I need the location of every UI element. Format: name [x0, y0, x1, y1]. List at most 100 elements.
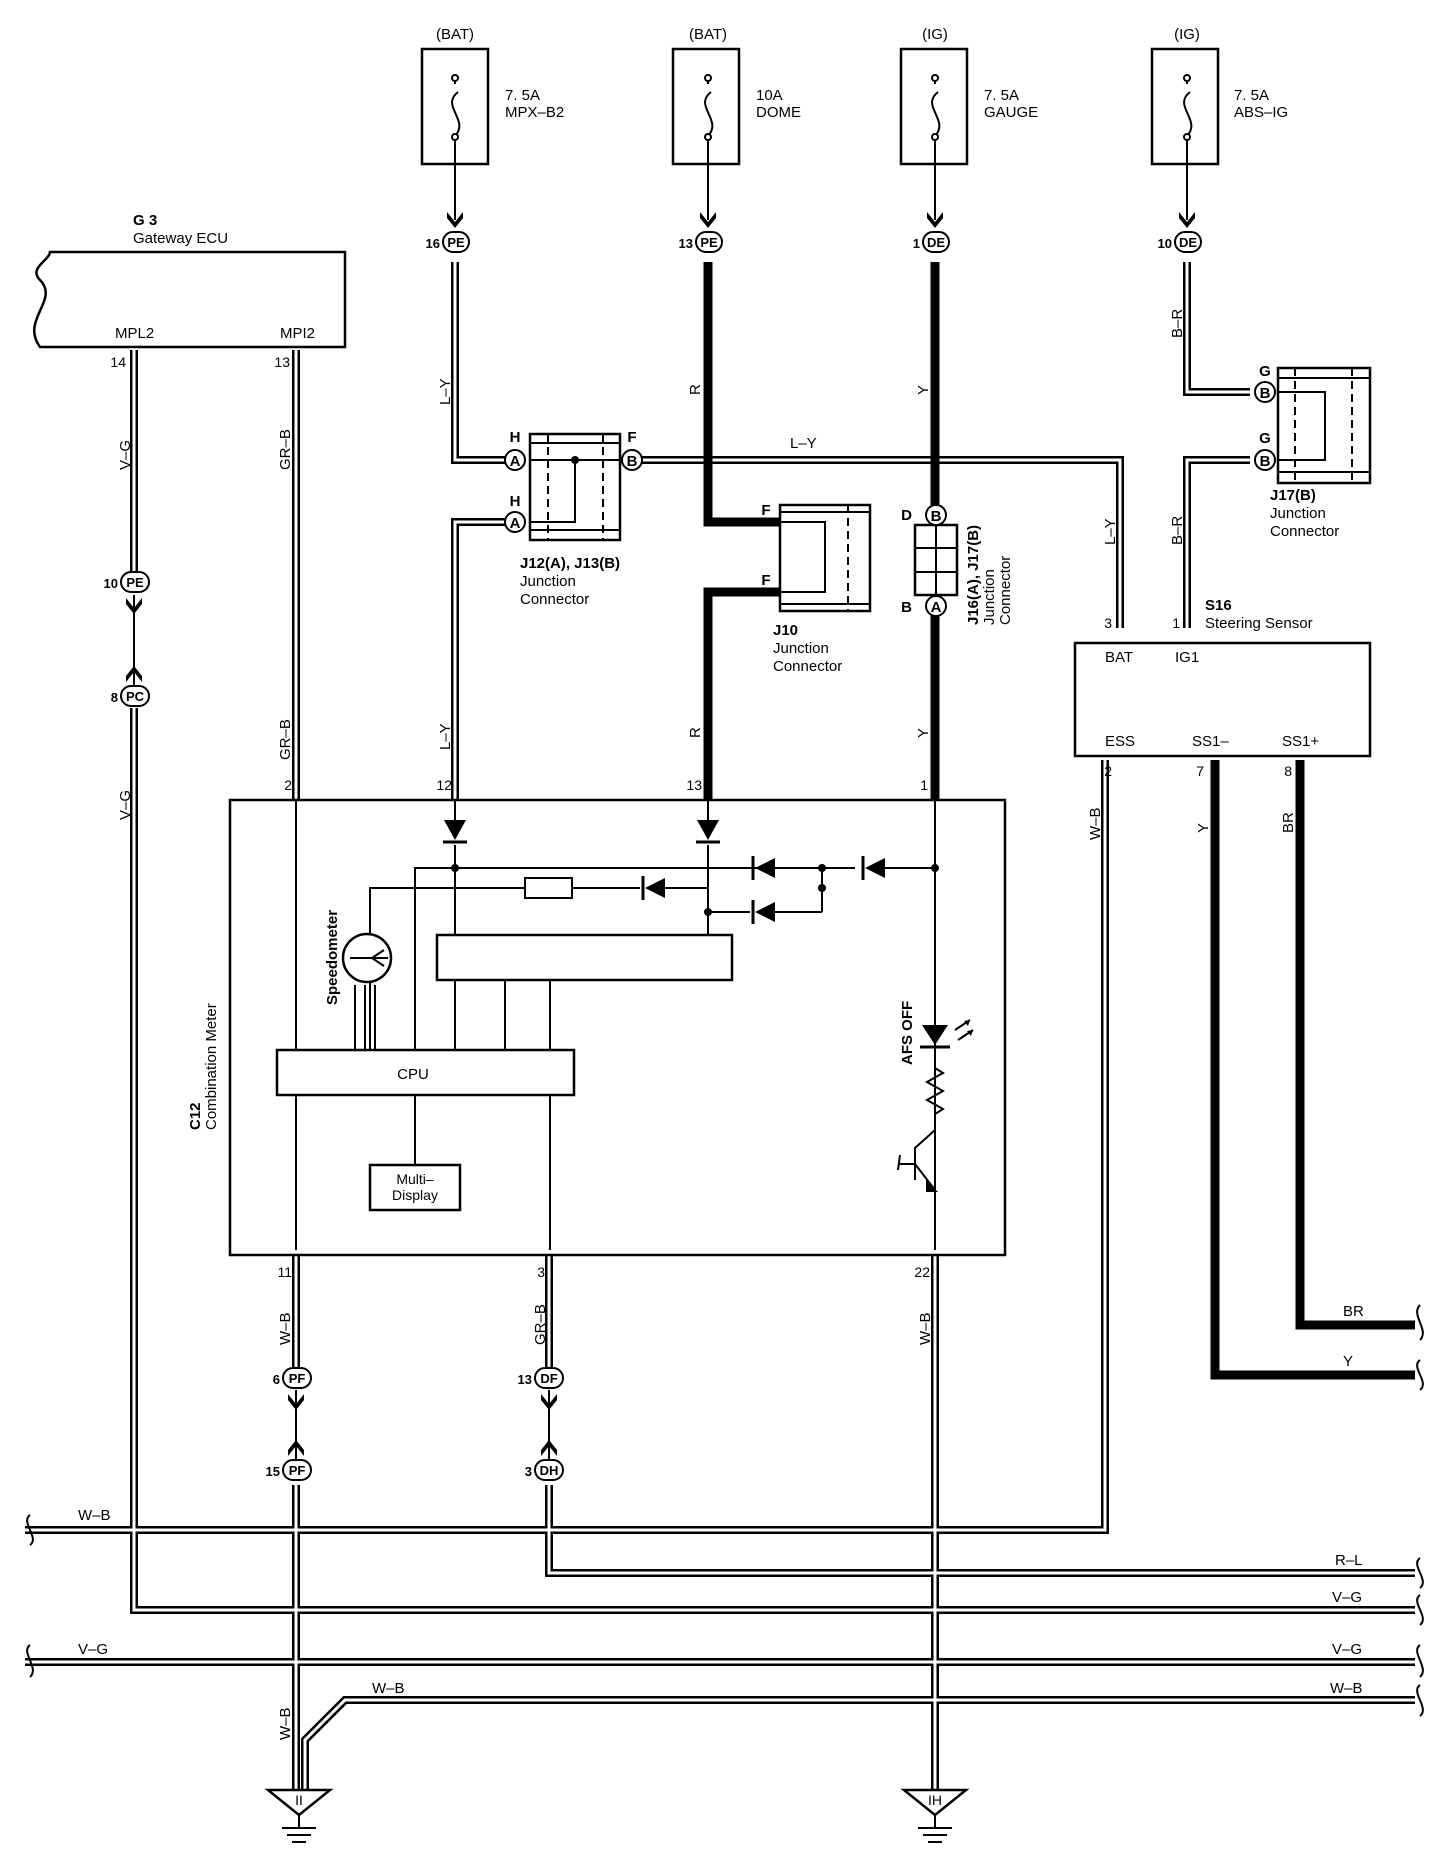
- svg-text:13: 13: [274, 354, 290, 370]
- wire-breaks: [26, 1304, 1424, 1717]
- svg-text:Steering Sensor: Steering Sensor: [1205, 615, 1313, 632]
- svg-text:R: R: [687, 727, 704, 738]
- svg-text:Gateway ECU: Gateway ECU: [133, 230, 228, 247]
- svg-text:A: A: [931, 599, 942, 616]
- ground-ii: II: [264, 1788, 334, 1843]
- svg-text:W–B: W–B: [917, 1312, 934, 1345]
- fuse-dome: (BAT) 10A DOME: [671, 26, 801, 166]
- fuse-gauge: (IG) 7. 5A GAUGE: [899, 26, 1038, 166]
- svg-text:H: H: [510, 493, 521, 510]
- svg-text:DH: DH: [540, 1463, 559, 1478]
- steering-sensor: S16 Steering Sensor 3 1 BAT IG1 ESS SS1–…: [1073, 597, 1372, 779]
- svg-text:GR–B: GR–B: [277, 719, 294, 760]
- svg-text:F: F: [627, 429, 636, 446]
- fuse-rating: 7. 5A: [1234, 87, 1269, 104]
- fuse-drops: [454, 140, 1188, 220]
- svg-text:J12(A), J13(B): J12(A), J13(B): [520, 555, 620, 572]
- svg-text:PE: PE: [126, 575, 144, 590]
- svg-text:V–G: V–G: [78, 1641, 108, 1658]
- svg-text:PC: PC: [126, 689, 145, 704]
- svg-text:Y: Y: [915, 728, 932, 738]
- svg-text:22: 22: [914, 1264, 930, 1280]
- connector-de-10: 10 DE: [1158, 231, 1202, 253]
- svg-text:1: 1: [1172, 615, 1180, 631]
- svg-text:II: II: [295, 1792, 303, 1808]
- svg-text:Connector: Connector: [1270, 523, 1339, 540]
- svg-text:IG1: IG1: [1175, 649, 1199, 666]
- connector-pe-13: 13 PE: [679, 231, 723, 253]
- svg-text:Speedometer: Speedometer: [324, 910, 341, 1005]
- svg-text:Junction: Junction: [773, 640, 829, 657]
- connector-pf-6: 6 PF: [273, 1367, 312, 1389]
- svg-text:V–G: V–G: [1332, 1589, 1362, 1606]
- svg-text:3: 3: [1104, 615, 1112, 631]
- svg-text:DE: DE: [927, 235, 945, 250]
- svg-text:W–B: W–B: [1330, 1680, 1363, 1697]
- svg-text:B: B: [1260, 385, 1271, 402]
- svg-text:B: B: [931, 508, 942, 525]
- connector-pc-8: 8 PC: [111, 685, 150, 707]
- svg-text:B: B: [901, 599, 912, 616]
- svg-text:DE: DE: [1179, 235, 1197, 250]
- svg-text:R–L: R–L: [1335, 1552, 1363, 1569]
- svg-text:11: 11: [277, 1264, 292, 1280]
- svg-text:DF: DF: [540, 1371, 557, 1386]
- connector-df-13: 13 DF: [518, 1367, 564, 1389]
- svg-text:H: H: [510, 429, 521, 446]
- svg-text:B–R: B–R: [1169, 309, 1186, 338]
- svg-text:W–B: W–B: [78, 1507, 111, 1524]
- svg-text:Y: Y: [915, 385, 932, 395]
- svg-text:R: R: [687, 384, 704, 395]
- svg-text:13: 13: [679, 236, 693, 251]
- junction-j12-j13: H H F A A B J12(A), J13(B) Junction Conn…: [504, 429, 643, 608]
- svg-text:3: 3: [525, 1464, 532, 1479]
- svg-text:B–R: B–R: [1169, 516, 1186, 545]
- connector-dh-3: 3 DH: [525, 1459, 564, 1481]
- svg-text:B: B: [627, 453, 638, 470]
- svg-text:BR: BR: [1280, 812, 1297, 833]
- ground-ih: IH: [900, 1788, 970, 1843]
- svg-text:J16(A), J17(B): J16(A), J17(B): [965, 525, 982, 625]
- svg-text:1: 1: [913, 236, 920, 251]
- inline-connectors: 10 PE 8 PC 6 PF 15 PF 13 DF 3 DH: [104, 571, 564, 1481]
- junction-j16-j17: B A D B J16(A), J17(B) Junction Connecto…: [901, 504, 1014, 625]
- svg-text:J17(B): J17(B): [1270, 487, 1316, 504]
- svg-text:F: F: [761, 502, 770, 519]
- fuse-name: DOME: [756, 104, 801, 121]
- fuse-rating: 10A: [756, 87, 783, 104]
- svg-text:A: A: [510, 515, 521, 532]
- fuse-source: (BAT): [689, 26, 727, 43]
- svg-text:Connector: Connector: [773, 658, 842, 675]
- svg-text:Display: Display: [392, 1187, 438, 1203]
- svg-text:PE: PE: [447, 235, 465, 250]
- svg-text:A: A: [510, 453, 521, 470]
- svg-text:AFS OFF: AFS OFF: [899, 1001, 916, 1065]
- svg-text:CPU: CPU: [397, 1066, 429, 1083]
- fuse-rating: 7. 5A: [505, 87, 540, 104]
- fuse-rating: 7. 5A: [984, 87, 1019, 104]
- svg-text:2: 2: [1104, 763, 1112, 779]
- connector-pe-10: 10 PE: [104, 571, 150, 593]
- svg-text:G: G: [1259, 363, 1271, 380]
- svg-text:L–Y: L–Y: [437, 723, 454, 750]
- afs-off-indicator: AFS OFF: [897, 912, 974, 1250]
- fuse-name: MPX–B2: [505, 104, 564, 121]
- combination-meter: C12 Combination Meter 2 12 13 1 11 3 22: [187, 777, 1007, 1280]
- svg-text:14: 14: [110, 354, 126, 370]
- svg-text:GR–B: GR–B: [532, 1304, 549, 1345]
- fuse-connectors: 16 PE 13 PE 1 DE 10 DE: [426, 231, 1202, 253]
- svg-text:3: 3: [537, 1264, 545, 1280]
- svg-text:2: 2: [284, 777, 292, 793]
- svg-text:S16: S16: [1205, 597, 1232, 614]
- svg-text:W–B: W–B: [372, 1680, 405, 1697]
- svg-text:6: 6: [273, 1372, 280, 1387]
- svg-text:C12: C12: [187, 1102, 204, 1130]
- wires-double: [25, 262, 1415, 1790]
- svg-text:Y: Y: [1195, 823, 1212, 833]
- svg-text:Junction: Junction: [1270, 505, 1326, 522]
- gateway-ecu: G 3 Gateway ECU MPL2 MPI2 14 13: [33, 212, 347, 370]
- svg-text:L–Y: L–Y: [790, 435, 817, 452]
- svg-text:Junction: Junction: [981, 569, 998, 625]
- svg-text:V–G: V–G: [117, 790, 134, 820]
